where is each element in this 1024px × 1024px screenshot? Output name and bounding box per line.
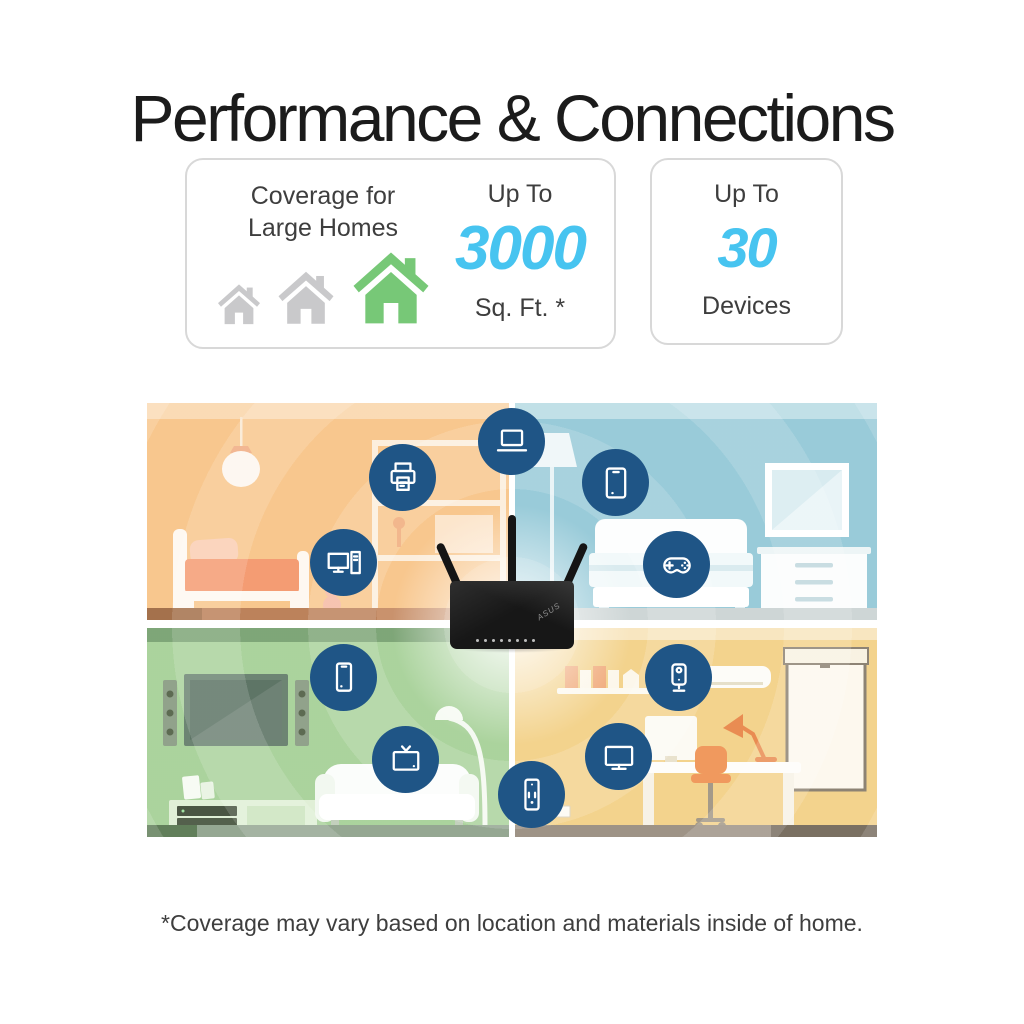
devices-value: 30 [717,216,777,279]
office-chair [691,746,731,830]
coverage-value: 3000 [455,214,587,283]
house-size-icons [209,250,439,325]
desktop-pc-icon [310,529,377,596]
devices-unit: Devices [702,292,791,320]
coverage-card: Coverage for Large Homes Up To 3000 [185,158,616,349]
coverage-stat: Up To 3000 Sq. Ft. * [438,180,602,323]
home-coverage-illustration: ASUS [147,403,877,837]
coverage-unit: Sq. Ft. * [474,294,566,322]
printer-icon [369,444,436,511]
page-title: Performance & Connections [130,81,896,156]
coverage-label: Coverage for Large Homes [207,180,439,244]
smart-camera-icon [645,644,712,711]
house-medium-icon [278,271,334,324]
tv-wall-unit [163,674,309,746]
laptop-icon [478,408,545,475]
smartphone-icon [310,644,377,711]
coverage-label-line2: Large Homes [247,214,399,242]
smart-tv-icon [372,726,439,793]
dresser [757,547,871,613]
pendant-lamp [222,417,260,487]
coverage-disclaimer: *Coverage may vary based on location and… [161,910,863,936]
monitor-icon [585,723,652,790]
coverage-label-line1: Coverage for [250,182,396,210]
house-large-green-icon [353,252,429,324]
router-led-row [476,639,535,642]
media-console [169,775,317,830]
router-body: ASUS [450,581,574,649]
router-brand-label: ASUS [535,600,563,623]
house-small-icon [218,284,260,325]
bed [173,529,309,615]
smart-plug-icon [498,761,565,828]
tablet-icon [582,449,649,516]
game-controller-icon [643,531,710,598]
wifi-router: ASUS [435,515,589,655]
devices-up-to: Up To [714,180,779,208]
coverage-up-to: Up To [487,180,553,208]
devices-card: Up To 30 Devices [650,158,843,345]
wall-art [765,463,849,537]
